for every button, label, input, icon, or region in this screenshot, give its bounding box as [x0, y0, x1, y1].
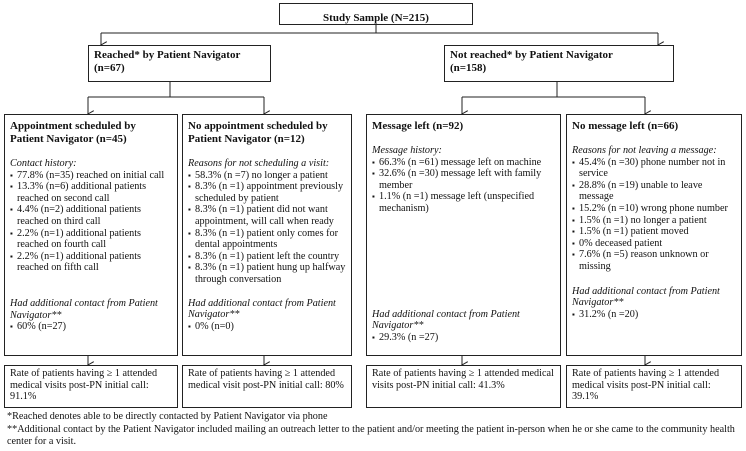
- footnote: **Additional contact by the Patient Navi…: [7, 424, 735, 447]
- list-item: 60% (n=27): [10, 321, 172, 333]
- list-item: 13.3% (n=6) additional patients reached …: [10, 181, 172, 204]
- history-heading: Reasons for not leaving a message:: [572, 145, 717, 156]
- additional-contact-heading: Had additional contact from Patient Navi…: [372, 308, 520, 332]
- subgroup-title: Patient Navigator (n=12): [188, 133, 305, 145]
- rate-box: Rate of patients having ≥ 1 attended med…: [4, 365, 178, 408]
- list-item: 45.4% (n =30) phone number not in servic…: [572, 157, 736, 180]
- rate-box: Rate of patients having ≥ 1 attended med…: [566, 365, 742, 408]
- list-item: 1.5% (n =1) no longer a patient: [572, 215, 736, 227]
- rate-box: Rate of patients having ≥ 1 attended med…: [182, 365, 352, 408]
- list-item: 8.3% (n =1) appointment previously sched…: [188, 181, 346, 204]
- history-heading: Message history:: [372, 145, 442, 156]
- list-item: 29.3% (n =27): [372, 332, 555, 344]
- group-title: Not reached* by Patient Navigator: [450, 49, 613, 61]
- list-item: 1.5% (n =1) patient moved: [572, 226, 736, 238]
- group-reached: Reached* by Patient Navigator (n=67): [88, 45, 271, 82]
- list-item: 2.2% (n=1) additional patients reached o…: [10, 251, 172, 274]
- additional-contact-heading: Had additional contact from Patient Navi…: [188, 297, 336, 321]
- list-item: 8.3% (n =1) patient hung up halfway thro…: [188, 262, 346, 285]
- list-item: 7.6% (n =5) reason unknown or missing: [572, 249, 736, 272]
- list-item: 1.1% (n =1) message left (unspecified me…: [372, 191, 555, 214]
- subgroup-title: No appointment scheduled by: [188, 120, 328, 132]
- list-item: 8.3% (n =1) patient left the country: [188, 251, 346, 263]
- root-node: Study Sample (N=215): [279, 3, 473, 25]
- subgroup-title: Patient Navigator (n=45): [10, 133, 127, 145]
- additional-contact-heading: Had additional contact from Patient Navi…: [572, 285, 720, 309]
- rate-box: Rate of patients having ≥ 1 attended med…: [366, 365, 561, 408]
- subgroup-title: No message left (n=66): [572, 120, 679, 132]
- list-item: 66.3% (n =61) message left on machine: [372, 157, 555, 169]
- list-item: 58.3% (n =7) no longer a patient: [188, 170, 346, 182]
- subgroup-no-appointment: No appointment scheduled by Patient Navi…: [182, 114, 352, 356]
- list-item: 2.2% (n=1) additional patients reached o…: [10, 228, 172, 251]
- group-count: (n=158): [450, 62, 487, 74]
- history-heading: Reasons for not scheduling a visit:: [188, 158, 330, 169]
- list-item: 77.8% (n=35) reached on initial call: [10, 170, 172, 182]
- subgroup-message-left: Message left (n=92) Message history: 66.…: [366, 114, 561, 356]
- list-item: 0% (n=0): [188, 321, 346, 333]
- list-item: 28.8% (n =19) unable to leave message: [572, 180, 736, 203]
- additional-contact-heading: Had additional contact from Patient Navi…: [10, 297, 158, 321]
- list-item: 32.6% (n =30) message left with family m…: [372, 168, 555, 191]
- list-item: 4.4% (n=2) additional patients reached o…: [10, 204, 172, 227]
- list-item: 15.2% (n =10) wrong phone number: [572, 203, 736, 215]
- subgroup-no-message: No message left (n=66) Reasons for not l…: [566, 114, 742, 356]
- list-item: 31.2% (n =20): [572, 309, 736, 321]
- root-label: Study Sample (N=215): [323, 12, 429, 24]
- subgroup-appointment-scheduled: Appointment scheduled by Patient Navigat…: [4, 114, 178, 356]
- group-title: Reached* by Patient Navigator: [94, 49, 241, 61]
- list-item: 8.3% (n =1) patient did not want appoint…: [188, 204, 346, 227]
- list-item: 0% deceased patient: [572, 238, 736, 250]
- subgroup-title: Message left (n=92): [372, 120, 464, 132]
- history-heading: Contact history:: [10, 158, 77, 169]
- list-item: 8.3% (n =1) patient only comes for denta…: [188, 228, 346, 251]
- group-not-reached: Not reached* by Patient Navigator (n=158…: [444, 45, 674, 82]
- subgroup-title: Appointment scheduled by: [10, 120, 136, 132]
- footnote: *Reached denotes able to be directly con…: [7, 411, 328, 422]
- group-count: (n=67): [94, 62, 125, 74]
